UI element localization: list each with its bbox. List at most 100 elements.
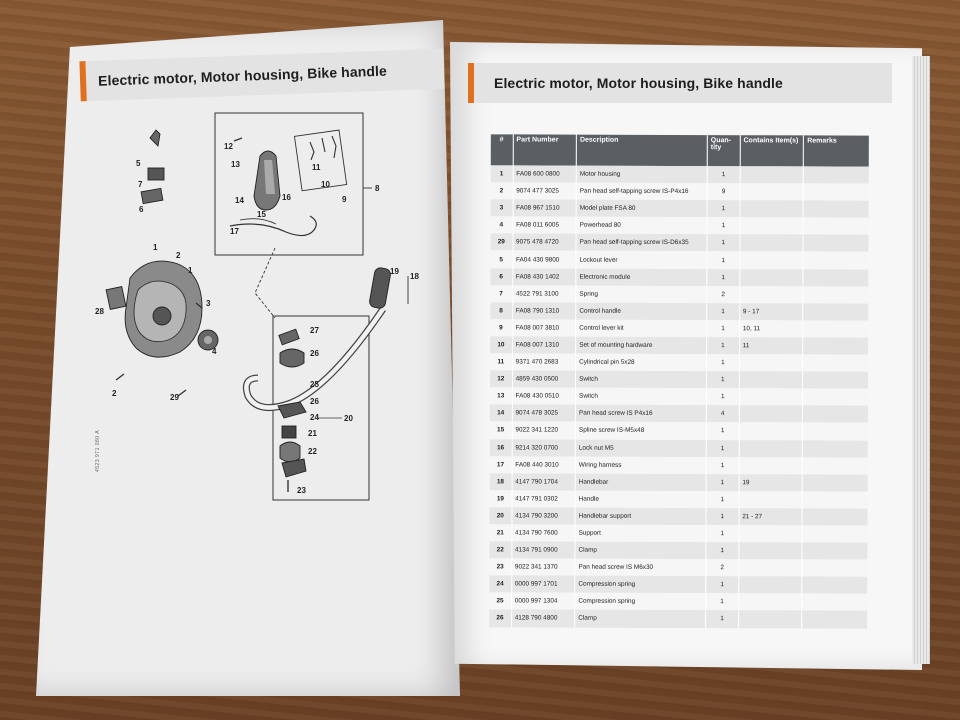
cell-quantity: 1	[706, 354, 740, 372]
cell-contains-items	[738, 490, 803, 509]
callout-23: 23	[297, 486, 306, 495]
cell-quantity: 1	[706, 371, 740, 389]
cell-item-number: 3	[490, 199, 513, 217]
cell-description: Pan head screw IS M6x30	[574, 558, 706, 577]
cell-quantity: 1	[705, 525, 739, 543]
cell-description: Control lever kit	[575, 319, 707, 338]
cell-remarks	[803, 200, 869, 218]
cell-part-number: FA08 790 1310	[512, 302, 576, 320]
cell-description: Control handle	[575, 302, 707, 320]
cell-description: Pan head screw IS P4x16	[575, 404, 707, 423]
cell-contains-items	[739, 251, 804, 269]
cell-contains-items	[739, 354, 803, 372]
callout-20: 20	[344, 414, 353, 423]
callout-11: 11	[312, 163, 321, 172]
cell-item-number: 13	[489, 387, 513, 405]
cell-remarks	[803, 234, 869, 253]
cell-part-number: 4128 790 4800	[511, 609, 575, 628]
cell-remarks	[802, 439, 868, 458]
callout-29: 29	[170, 393, 179, 402]
page-stack-edge	[912, 56, 930, 664]
cell-remarks	[802, 593, 868, 612]
cell-item-number: 15	[489, 421, 512, 439]
cell-remarks	[803, 217, 869, 236]
cell-item-number: 26	[489, 609, 512, 627]
callout-26b: 26	[310, 397, 319, 406]
cell-part-number: FA08 011 6005	[512, 216, 577, 235]
cell-item-number: 12	[489, 370, 513, 388]
cell-part-number: 9371 470 2683	[512, 353, 576, 371]
cell-contains-items: 21 - 27	[738, 508, 803, 526]
cell-quantity: 9	[707, 183, 740, 201]
cell-remarks	[802, 457, 868, 475]
cell-contains-items	[738, 422, 803, 440]
cell-item-number: 16	[489, 438, 512, 457]
cell-part-number: 4147 790 1704	[511, 473, 576, 491]
header-accent-bar	[468, 63, 474, 103]
cell-quantity: 1	[706, 268, 740, 286]
cell-description: Compression spring	[574, 575, 706, 594]
cell-remarks	[801, 610, 868, 629]
cell-item-number: 8	[490, 302, 513, 320]
cell-description: Motor housing	[576, 165, 708, 184]
cell-part-number: 9214 320 0700	[511, 438, 576, 457]
cell-part-number: 4134 790 3200	[511, 507, 576, 525]
cell-quantity: 1	[706, 456, 739, 474]
callout-19: 19	[390, 267, 399, 276]
cell-description: Electronic module	[575, 268, 707, 286]
cell-description: Spline screw IS-M5x48	[575, 422, 707, 440]
callout-26a: 26	[310, 349, 319, 358]
cell-description: Powerhead 80	[576, 216, 708, 235]
cell-description: Wiring harness	[575, 456, 707, 474]
cell-item-number: 10	[490, 336, 513, 354]
cell-description: Lock nut M5	[575, 439, 707, 457]
cell-item-number: 23	[489, 558, 512, 576]
callout-16: 16	[282, 193, 291, 202]
right-page-header: Electric motor, Motor housing, Bike hand…	[468, 63, 892, 103]
document-code: 4523 971 080 A	[95, 429, 101, 472]
cell-description: Spring	[575, 285, 707, 303]
callout-10: 10	[321, 180, 330, 189]
cell-contains-items	[739, 166, 804, 184]
cell-remarks	[802, 508, 868, 526]
cell-item-number: 2	[490, 182, 513, 200]
col-header-part-number: Part Number	[512, 134, 577, 166]
cell-contains-items	[738, 576, 803, 594]
cell-description: Handle	[575, 490, 707, 508]
callout-25: 25	[310, 380, 319, 389]
callout-1: 1	[153, 243, 158, 252]
cell-quantity: 1	[705, 542, 739, 560]
parts-table-header: # Part Number Description Quan-tity Cont…	[490, 134, 869, 167]
cell-quantity: 1	[705, 576, 739, 594]
cell-remarks	[803, 286, 869, 304]
parts-table: # Part Number Description Quan-tity Cont…	[489, 134, 869, 629]
cell-description: Set of mounting hardware	[575, 336, 707, 355]
cell-part-number: 9074 478 3025	[511, 404, 576, 423]
cell-contains-items	[738, 456, 803, 475]
left-page-title: Electric motor, Motor housing, Bike hand…	[97, 62, 388, 89]
cell-contains-items	[738, 610, 803, 628]
callout-21: 21	[308, 429, 317, 438]
cell-description: Compression spring	[574, 592, 706, 611]
cell-quantity: 1	[706, 439, 739, 457]
callout-28: 28	[95, 307, 104, 316]
cell-contains-items	[739, 371, 803, 389]
cell-remarks	[802, 525, 868, 543]
cell-description: Lockout lever	[576, 251, 707, 269]
cell-item-number: 1	[490, 165, 513, 183]
callout-17: 17	[230, 227, 239, 236]
cell-part-number: 9022 341 1370	[511, 558, 575, 576]
cell-contains-items	[739, 217, 804, 235]
callout-4: 4	[212, 347, 217, 356]
cell-remarks	[803, 303, 869, 321]
